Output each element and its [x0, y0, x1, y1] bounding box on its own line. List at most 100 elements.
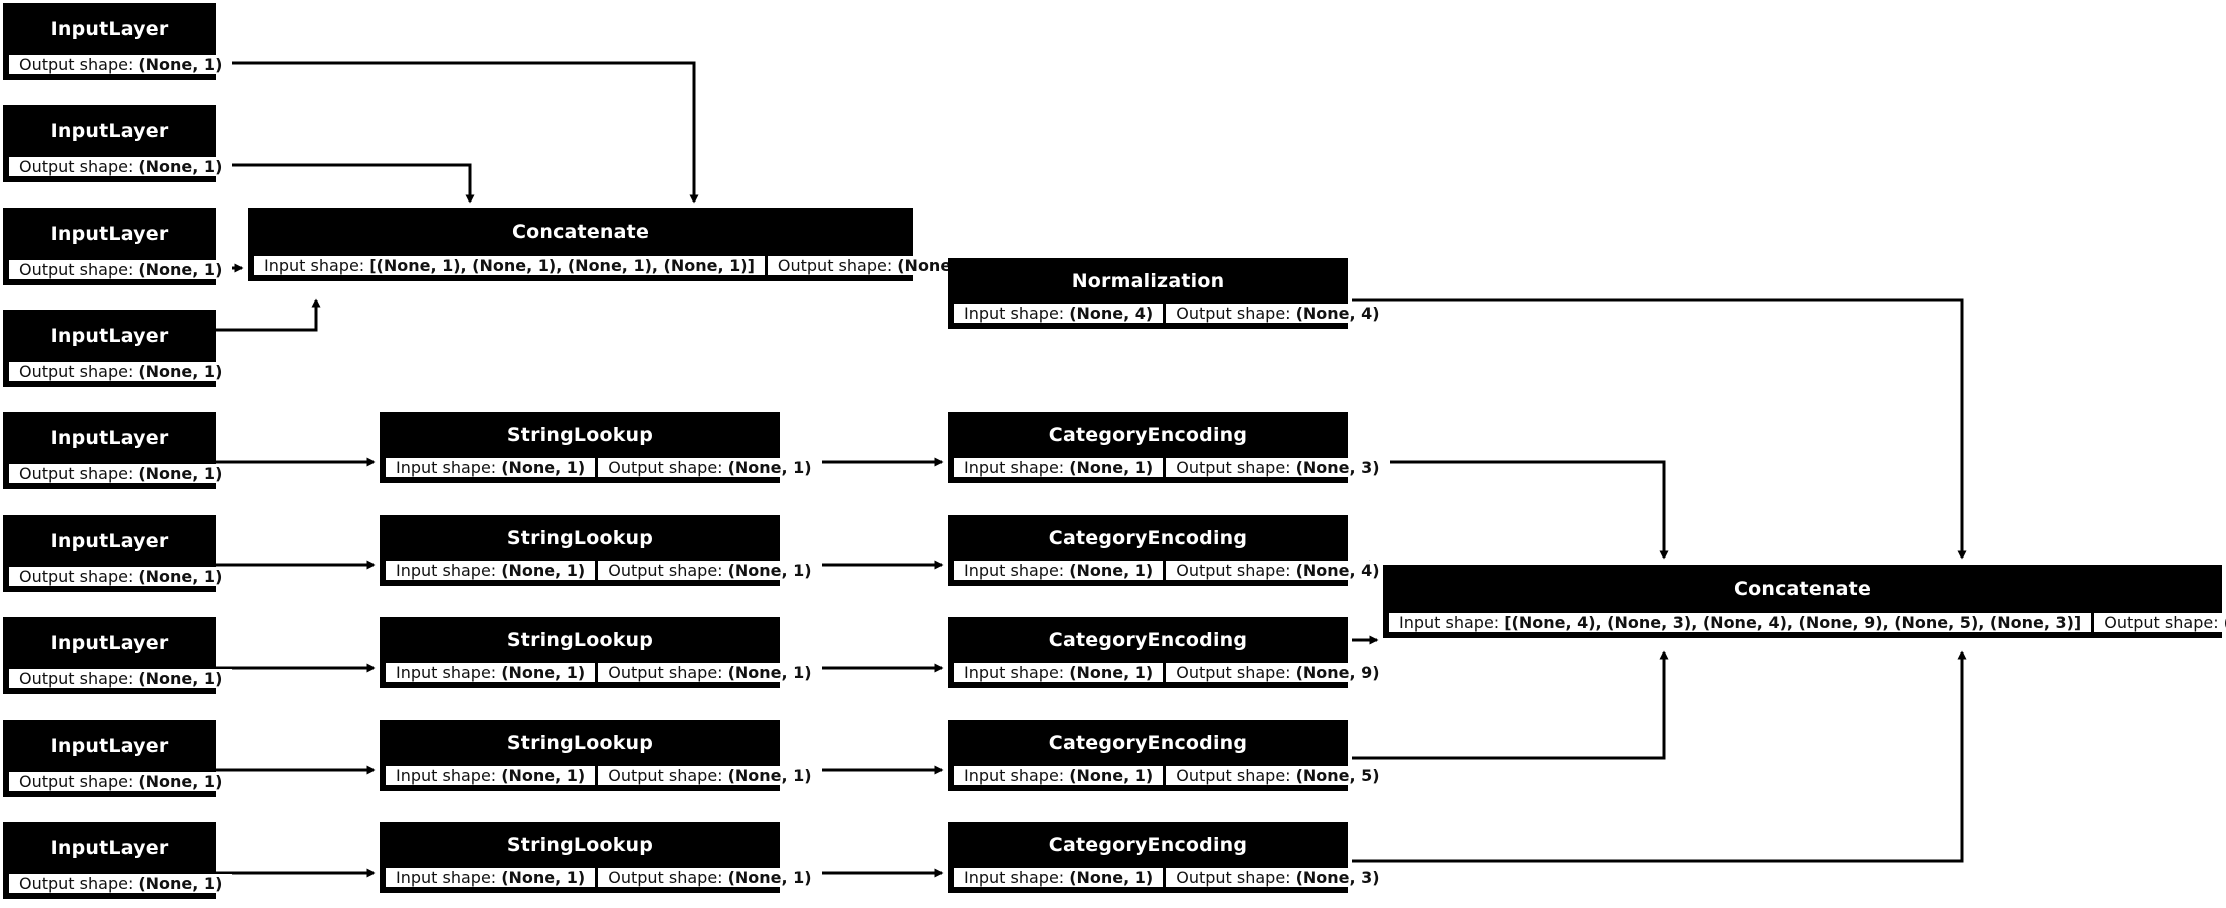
output-shape-label: Output shape:: [1176, 766, 1291, 785]
node-title: CategoryEncoding: [951, 620, 1345, 660]
output-shape-cell: Output shape: (None, 1): [9, 772, 233, 791]
node-title: InputLayer: [6, 313, 213, 359]
input-shape-cell: Input shape: (None, 1): [954, 868, 1164, 887]
output-shape-cell: Output shape: (None, 28): [2094, 613, 2226, 632]
input-shape-label: Input shape:: [396, 868, 497, 887]
input-shape-cell: Input shape: (None, 1): [386, 766, 596, 785]
output-shape-cell: Output shape: (None, 1): [598, 561, 822, 580]
output-shape-cell: Output shape: (None, 1): [598, 663, 822, 682]
output-shape-value: (None, 1): [138, 772, 223, 791]
input-shape-label: Input shape:: [964, 561, 1065, 580]
output-shape-label: Output shape:: [19, 669, 134, 688]
node-title: Concatenate: [1386, 568, 2219, 610]
output-shape-label: Output shape:: [608, 868, 723, 887]
node-normalization[interactable]: Normalization Input shape: (None, 4) Out…: [948, 258, 1390, 329]
output-shape-label: Output shape:: [1176, 561, 1291, 580]
output-shape-value: (None, 3): [1295, 458, 1380, 477]
output-shape-value: (None, 1): [727, 868, 812, 887]
input-shape-value: (None, 1): [1069, 663, 1154, 682]
output-shape-label: Output shape:: [1176, 868, 1291, 887]
input-shape-value: [(None, 4), (None, 3), (None, 4), (None,…: [1504, 613, 2082, 632]
node-category-encoding-1[interactable]: CategoryEncoding Input shape: (None, 1) …: [948, 412, 1390, 483]
node-title: Normalization: [951, 261, 1345, 301]
input-shape-value: (None, 1): [1069, 458, 1154, 477]
node-input-layer-8[interactable]: InputLayer Output shape: (None, 1): [3, 720, 233, 797]
node-body: Output shape: (None, 1): [6, 52, 233, 77]
node-body: Output shape: (None, 1): [6, 666, 233, 691]
input-shape-label: Input shape:: [396, 663, 497, 682]
output-shape-cell: Output shape: (None, 1): [9, 669, 233, 688]
output-shape-cell: Output shape: (None, 1): [9, 464, 233, 483]
input-shape-cell: Input shape: (None, 1): [954, 561, 1164, 580]
output-shape-cell: Output shape: (None, 1): [598, 766, 822, 785]
output-shape-label: Output shape:: [19, 362, 134, 381]
input-shape-label: Input shape:: [964, 766, 1065, 785]
node-body: Input shape: (None, 4) Output shape: (No…: [951, 301, 1390, 326]
node-concatenate-numeric[interactable]: Concatenate Input shape: [(None, 1), (No…: [248, 208, 992, 281]
node-input-layer-6[interactable]: InputLayer Output shape: (None, 1): [3, 515, 233, 592]
node-title: StringLookup: [383, 620, 777, 660]
edge-input2-concat: [216, 163, 475, 204]
node-input-layer-2[interactable]: InputLayer Output shape: (None, 1): [3, 105, 233, 182]
node-body: Output shape: (None, 1): [6, 257, 233, 282]
node-title: CategoryEncoding: [951, 415, 1345, 455]
node-concatenate-all[interactable]: Concatenate Input shape: [(None, 4), (No…: [1383, 565, 2226, 638]
output-shape-label: Output shape:: [19, 567, 134, 586]
output-shape-value: (None, 3): [1295, 868, 1380, 887]
node-string-lookup-2[interactable]: StringLookup Input shape: (None, 1) Outp…: [380, 515, 822, 586]
input-shape-cell: Input shape: (None, 1): [386, 561, 596, 580]
input-shape-cell: Input shape: (None, 1): [386, 868, 596, 887]
input-shape-label: Input shape:: [396, 458, 497, 477]
output-shape-value: (None, 1): [138, 260, 223, 279]
node-body: Output shape: (None, 1): [6, 461, 233, 486]
output-shape-cell: Output shape: (None, 1): [598, 868, 822, 887]
output-shape-value: (None, 1): [138, 874, 223, 893]
node-string-lookup-3[interactable]: StringLookup Input shape: (None, 1) Outp…: [380, 617, 822, 688]
output-shape-cell: Output shape: (None, 1): [9, 874, 233, 893]
node-category-encoding-2[interactable]: CategoryEncoding Input shape: (None, 1) …: [948, 515, 1390, 586]
edge-input4-concat: [216, 298, 321, 332]
node-string-lookup-5[interactable]: StringLookup Input shape: (None, 1) Outp…: [380, 822, 822, 893]
node-input-layer-7[interactable]: InputLayer Output shape: (None, 1): [3, 617, 233, 694]
input-shape-value: (None, 1): [1069, 561, 1154, 580]
input-shape-value: (None, 1): [501, 458, 586, 477]
node-input-layer-5[interactable]: InputLayer Output shape: (None, 1): [3, 412, 233, 489]
output-shape-value: (None, 4): [1295, 304, 1380, 323]
output-shape-value: (None, 1): [138, 567, 223, 586]
node-body: Input shape: (None, 1) Output shape: (No…: [951, 660, 1390, 685]
output-shape-label: Output shape:: [2104, 613, 2219, 632]
input-shape-value: (None, 1): [501, 663, 586, 682]
input-shape-label: Input shape:: [964, 663, 1065, 682]
output-shape-cell: Output shape: (None, 9): [1166, 663, 1390, 682]
input-shape-cell: Input shape: [(None, 1), (None, 1), (Non…: [254, 256, 765, 275]
output-shape-cell: Output shape: (None, 5): [1166, 766, 1390, 785]
input-shape-cell: Input shape: (None, 1): [954, 663, 1164, 682]
node-category-encoding-4[interactable]: CategoryEncoding Input shape: (None, 1) …: [948, 720, 1390, 791]
output-shape-label: Output shape:: [608, 766, 723, 785]
output-shape-cell: Output shape: (None, 1): [9, 362, 233, 381]
node-body: Input shape: (None, 1) Output shape: (No…: [383, 763, 822, 788]
output-shape-value: (None, 28): [2219, 613, 2226, 632]
node-input-layer-3[interactable]: InputLayer Output shape: (None, 1): [3, 208, 233, 285]
output-shape-value: (None, 1): [138, 55, 223, 74]
node-title: CategoryEncoding: [951, 723, 1345, 763]
node-string-lookup-4[interactable]: StringLookup Input shape: (None, 1) Outp…: [380, 720, 822, 791]
output-shape-cell: Output shape: (None, 1): [9, 260, 233, 279]
output-shape-cell: Output shape: (None, 3): [1166, 458, 1390, 477]
node-input-layer-9[interactable]: InputLayer Output shape: (None, 1): [3, 822, 233, 899]
node-string-lookup-1[interactable]: StringLookup Input shape: (None, 1) Outp…: [380, 412, 822, 483]
node-body: Input shape: (None, 1) Output shape: (No…: [383, 865, 822, 890]
node-input-layer-1[interactable]: InputLayer Output shape: (None, 1): [3, 3, 233, 80]
node-title: InputLayer: [6, 620, 213, 666]
node-input-layer-4[interactable]: InputLayer Output shape: (None, 1): [3, 310, 233, 387]
input-shape-value: (None, 1): [1069, 766, 1154, 785]
node-category-encoding-5[interactable]: CategoryEncoding Input shape: (None, 1) …: [948, 822, 1390, 893]
output-shape-cell: Output shape: (None, 4): [1166, 304, 1390, 323]
output-shape-cell: Output shape: (None, 1): [598, 458, 822, 477]
node-body: Output shape: (None, 1): [6, 871, 233, 896]
node-title: StringLookup: [383, 415, 777, 455]
node-body: Input shape: (None, 1) Output shape: (No…: [383, 558, 822, 583]
node-category-encoding-3[interactable]: CategoryEncoding Input shape: (None, 1) …: [948, 617, 1390, 688]
node-title: StringLookup: [383, 518, 777, 558]
node-title: InputLayer: [6, 108, 213, 154]
